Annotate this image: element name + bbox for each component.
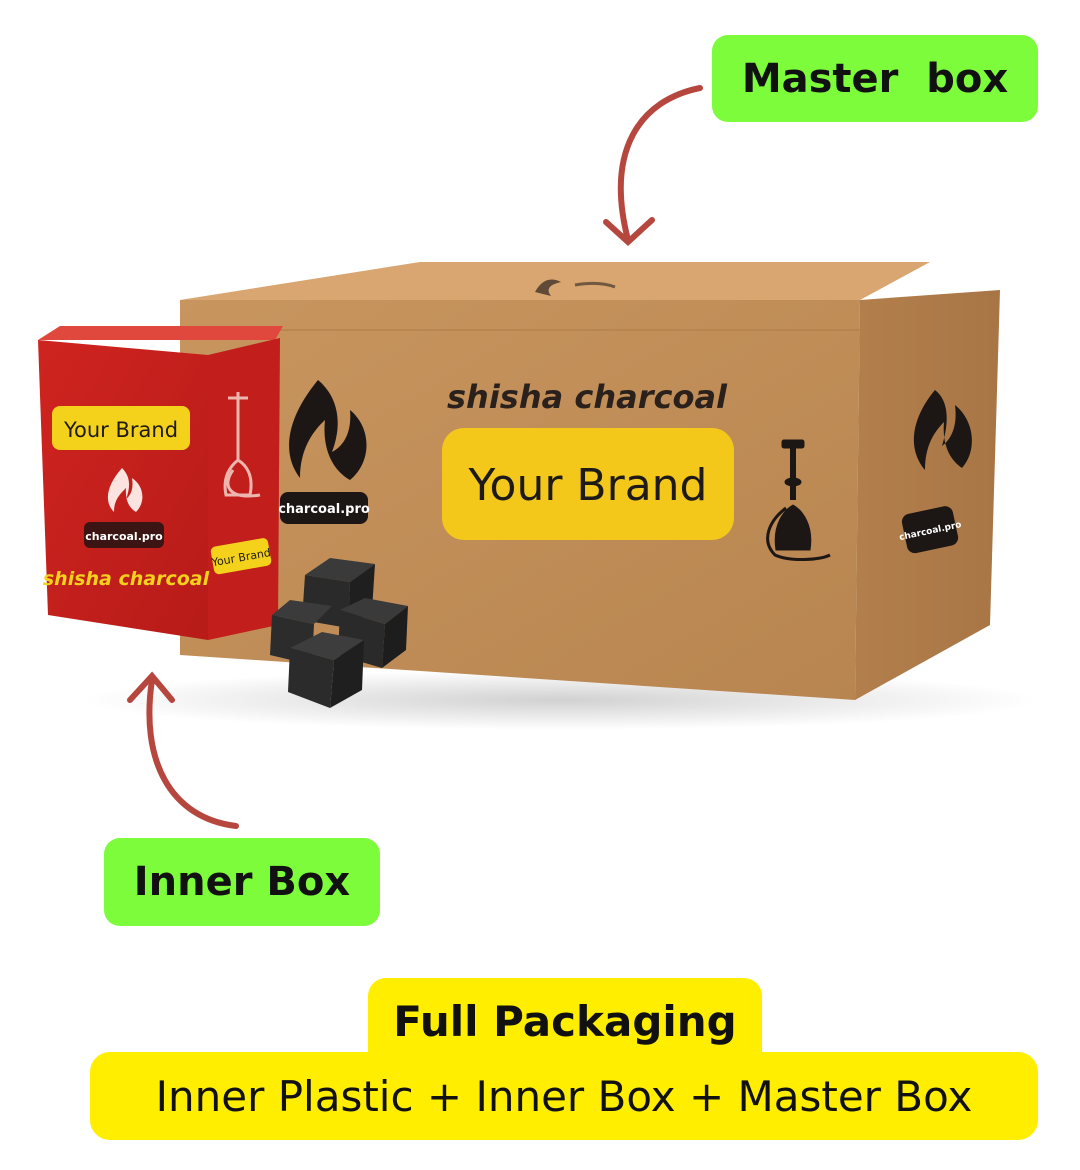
hookah-icon xyxy=(766,439,831,561)
inner-box-side xyxy=(208,338,280,640)
master-box-side xyxy=(855,290,1000,700)
inner-box: Your Brand charcoal.pro shisha charcoal … xyxy=(38,326,283,640)
inner-box-label: Inner Box xyxy=(104,838,380,926)
packaging-description: Inner Plastic + Inner Box + Master Box xyxy=(90,1052,1038,1140)
inner-brand: Your Brand xyxy=(63,418,178,442)
arrow-to-inner-box xyxy=(127,671,239,829)
master-brand: Your Brand xyxy=(468,460,708,511)
flame-icon xyxy=(289,380,367,480)
master-box-label: Master box xyxy=(712,35,1038,122)
charcoal-cubes xyxy=(270,558,408,708)
side-flame-icon xyxy=(913,390,972,470)
master-logo-text: charcoal.pro xyxy=(278,502,370,517)
inner-title: shisha charcoal xyxy=(43,568,210,590)
master-title: shisha charcoal xyxy=(447,378,728,416)
arrow-to-master-box xyxy=(603,85,703,247)
master-logo-badge xyxy=(280,492,368,524)
inner-logo-text: charcoal.pro xyxy=(85,530,163,543)
packaging-title: Full Packaging xyxy=(368,978,762,1064)
